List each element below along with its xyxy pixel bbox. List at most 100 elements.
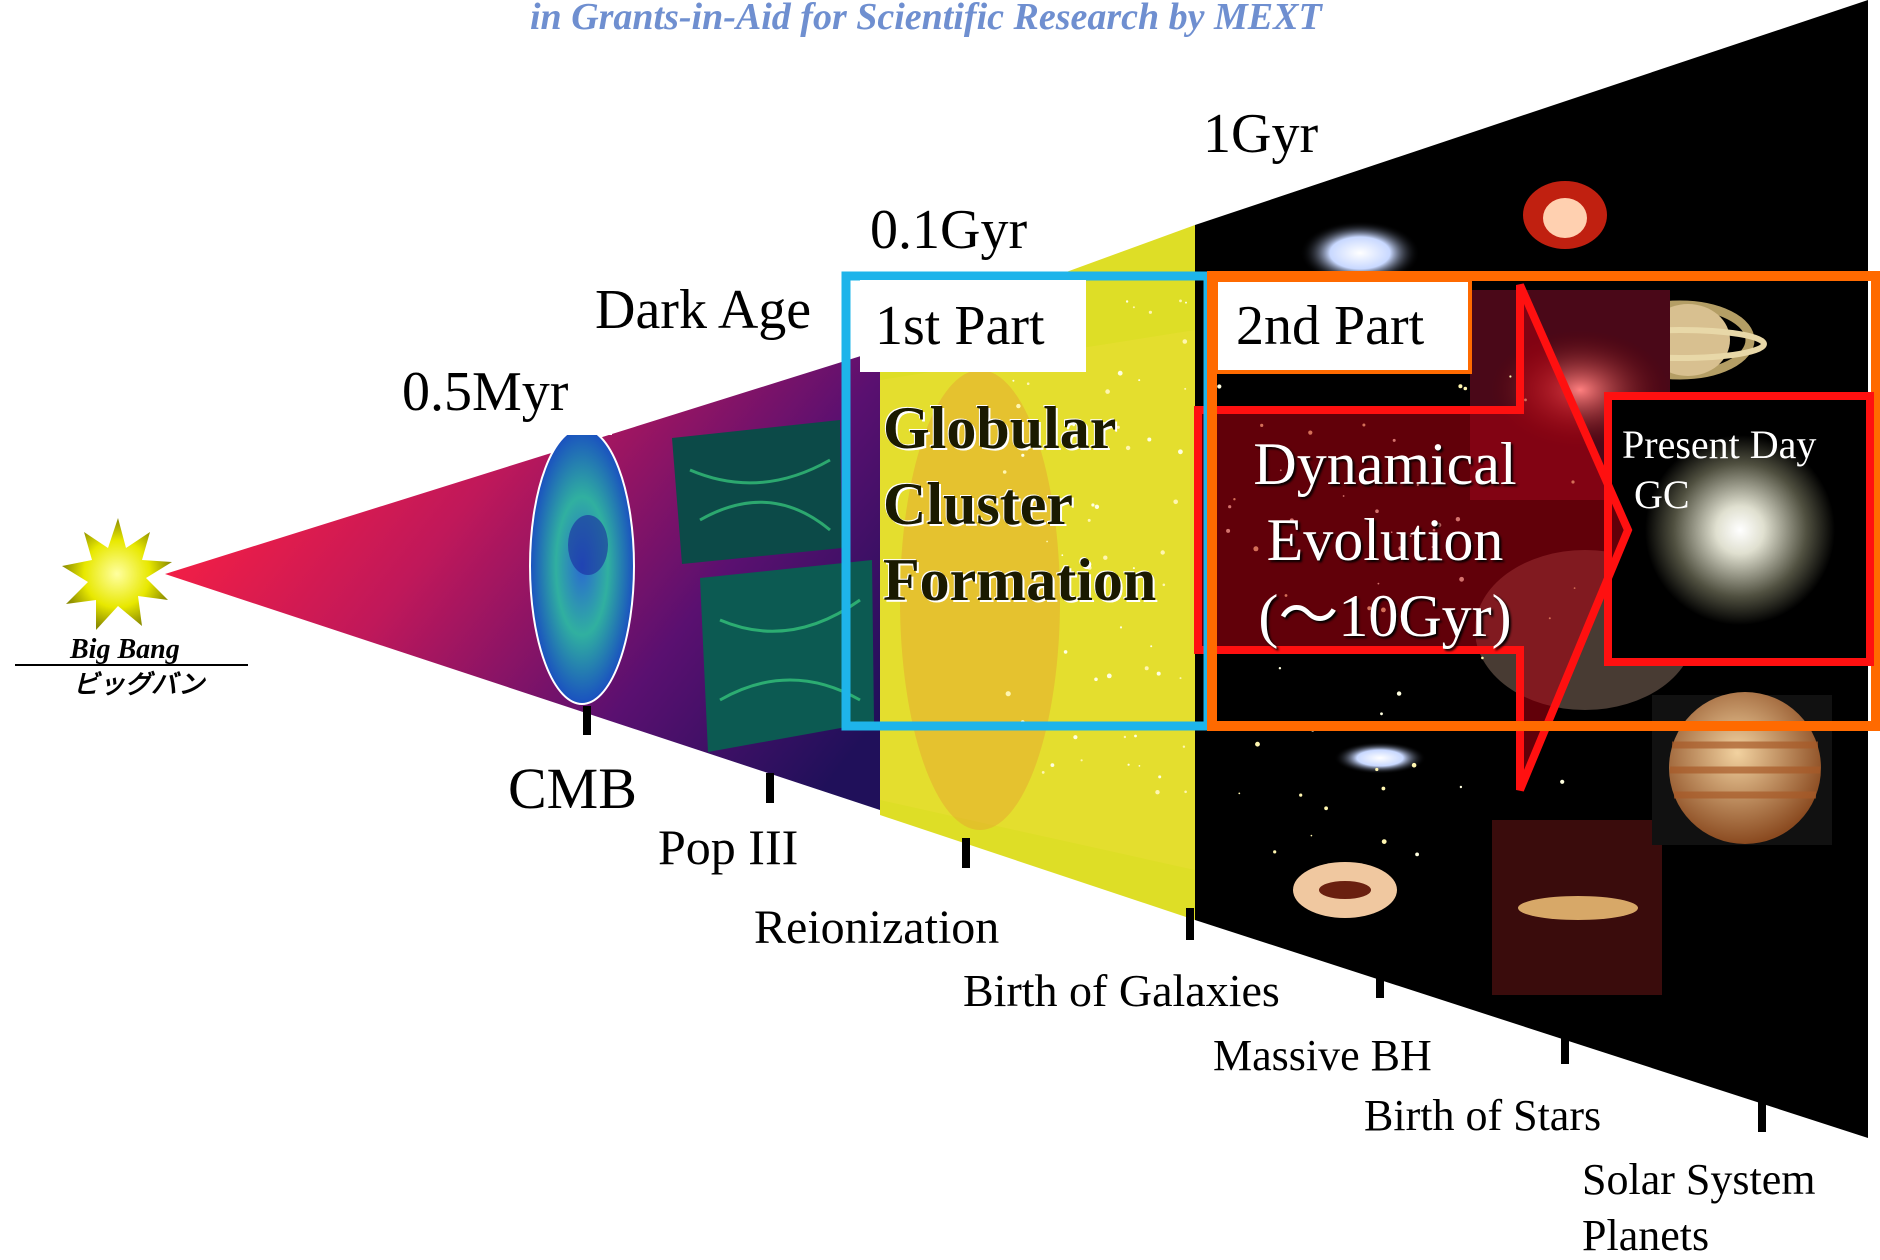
star-dot: [1299, 793, 1303, 797]
star-dot: [1162, 583, 1166, 587]
star-dot: [1087, 565, 1092, 570]
epoch-0-5myr: 0.5Myr: [402, 361, 569, 423]
first-part-label-box: [860, 280, 1086, 372]
star-dot: [1091, 503, 1095, 507]
star-dot: [1324, 806, 1328, 811]
cmb-spot: [568, 515, 608, 575]
star-dot: [1155, 790, 1160, 795]
dyn-title-line-3: (～10Gyr): [1258, 583, 1512, 649]
star-dot: [1119, 626, 1123, 629]
star-dot: [1173, 499, 1178, 505]
star-dot: [1127, 763, 1130, 766]
star-dot: [1458, 384, 1463, 389]
star-dot: [1179, 299, 1182, 303]
star-dot: [1117, 370, 1123, 376]
second-part-label: 2nd Part: [1236, 295, 1425, 357]
star-dot: [1463, 386, 1468, 391]
star-dot: [1134, 734, 1137, 738]
star-dot: [1073, 433, 1078, 438]
star-dot: [1061, 554, 1064, 557]
second-part-label-box: [1214, 278, 1472, 374]
star-dot: [1046, 540, 1048, 543]
present-day-gc-cluster: [1645, 435, 1835, 625]
galaxy-blob: [900, 370, 1060, 830]
star-dot: [1182, 339, 1188, 344]
star-dot: [1132, 306, 1135, 309]
milestone-ticks: [583, 706, 1766, 1132]
star-dot: [1158, 775, 1162, 779]
star-dot: [1459, 785, 1463, 789]
present-day-line-2: GC: [1634, 472, 1690, 517]
header-subtitle: in Grants-in-Aid for Scientific Research…: [530, 0, 1322, 38]
present-day-frame: [1604, 392, 1874, 666]
star-dot: [1380, 712, 1383, 716]
big-bang-label: Big Bang: [70, 634, 180, 665]
milestone-birth-of-stars: Birth of Stars: [1364, 1091, 1602, 1140]
star-dot: [1024, 446, 1029, 451]
star-dot: [1072, 423, 1076, 427]
star-dot: [1067, 424, 1070, 427]
milestone-reionization: Reionization: [754, 901, 1000, 954]
star-dot: [1310, 834, 1313, 837]
star-dot: [1184, 790, 1187, 794]
milestone-planets: Planets: [1582, 1211, 1710, 1260]
star-dot: [1560, 779, 1565, 784]
star-dot: [1509, 375, 1512, 378]
star-dot: [1021, 453, 1025, 457]
star-dot: [1160, 550, 1165, 555]
epoch-dark-age: Dark Age: [595, 279, 812, 341]
star-dot: [1125, 445, 1131, 451]
star-dot: [1103, 555, 1108, 560]
star-dot: [1415, 852, 1419, 857]
star-dot: [1050, 763, 1055, 767]
epoch-1gyr: 1Gyr: [1203, 103, 1319, 165]
star-dot: [1178, 449, 1183, 455]
star-dot: [1217, 384, 1222, 389]
star-dot: [1002, 470, 1007, 474]
big-bang-icon: [62, 518, 172, 630]
star-dot: [1375, 767, 1379, 772]
star-dot: [1179, 677, 1182, 680]
star-dot: [1105, 389, 1110, 394]
star-dot: [1104, 445, 1109, 451]
milestone-cmb: CMB: [508, 756, 637, 821]
pop3-simulation-cubes: [672, 420, 874, 752]
star-dot: [1411, 762, 1417, 768]
star-dot: [1148, 310, 1152, 314]
star-dot: [1238, 792, 1241, 795]
second-part-frame: [1207, 271, 1880, 731]
star-dot: [1026, 382, 1030, 386]
star-dot: [1005, 691, 1011, 697]
star-dot: [1481, 656, 1484, 660]
star-dot: [1063, 650, 1068, 654]
star-dot: [1106, 673, 1112, 679]
nebula-eta-carinae: [1523, 181, 1607, 249]
star-dot: [1255, 741, 1260, 747]
milestone-pop3: Pop III: [658, 819, 799, 875]
star-dot: [1073, 735, 1078, 740]
star-dot: [1116, 425, 1120, 429]
star-dot: [1184, 387, 1187, 390]
star-dot: [1381, 786, 1386, 791]
milestone-solar-system: Solar System: [1582, 1155, 1816, 1204]
star-dot: [1185, 301, 1187, 304]
gc-title-line-3: Formation: [883, 547, 1157, 613]
star-dot: [1147, 437, 1152, 442]
star-dot: [1012, 379, 1015, 382]
star-dot: [1094, 677, 1098, 682]
gc-title-line-1: Globular: [883, 395, 1117, 461]
star-dot: [1016, 403, 1021, 409]
reionization-glow: [880, 330, 1195, 870]
milestone-massive-bh: Massive BH: [1213, 1031, 1432, 1080]
milestone-birth-of-galaxies: Birth of Galaxies: [963, 965, 1280, 1016]
gc-title-line-2: Cluster: [883, 471, 1073, 537]
dyn-title-line-1: Dynamical: [1253, 431, 1517, 497]
star-dot: [1080, 759, 1083, 762]
star-dot: [1041, 771, 1045, 774]
star-dot: [1144, 666, 1149, 671]
star-dot: [1156, 671, 1161, 676]
big-bang-label-jp: ビッグバン: [73, 670, 205, 700]
star-dot: [1138, 379, 1141, 382]
star-dot: [1123, 735, 1127, 739]
